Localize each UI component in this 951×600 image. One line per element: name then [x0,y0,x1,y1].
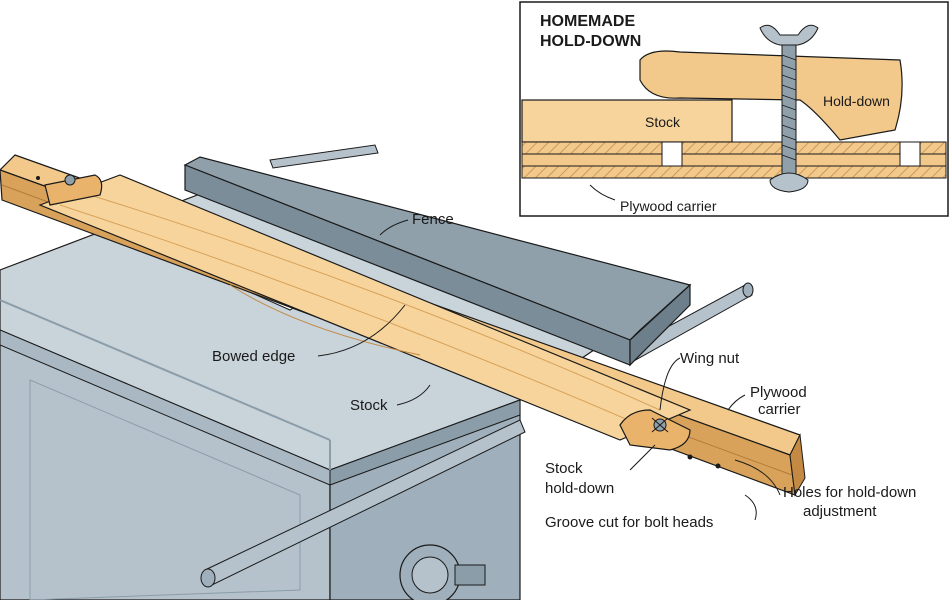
inset-label-hold-down: Hold-down [823,93,890,109]
label-bowed-edge: Bowed edge [212,348,295,365]
stock-hold-down-left [44,174,103,206]
inset-panel [519,1,949,217]
stock-hold-down-right [619,409,691,451]
leader-lines [317,219,781,521]
label-wing-nut: Wing nut [680,350,740,367]
label-holes-line1: Holes for hold-down [783,484,916,501]
label-plywood-carrier-line2: carrier [758,401,801,418]
inset-title-line1: HOMEMADE [540,13,635,30]
fence-rails [200,144,754,588]
inset-title-line2: HOLD-DOWN [540,33,641,50]
stock-workpiece [38,174,692,441]
fence [183,156,692,367]
inset-label-plywood-carrier: Plywood carrier [620,198,717,214]
label-holes-line2: adjustment [803,503,877,520]
inset-labels: HOMEMADE HOLD-DOWN Stock Hold-down Plywo… [540,13,890,214]
label-fence: Fence [412,211,454,228]
label-stock: Stock [350,397,388,414]
inset-label-stock: Stock [645,114,681,130]
label-plywood-carrier-line1: Plywood [750,384,807,401]
label-groove: Groove cut for bolt heads [545,514,713,531]
main-labels: Fence Bowed edge Stock Wing nut Plywood … [212,211,916,531]
label-stock-hold-down-line1: Stock [545,460,583,477]
label-stock-hold-down-line2: hold-down [545,480,614,497]
